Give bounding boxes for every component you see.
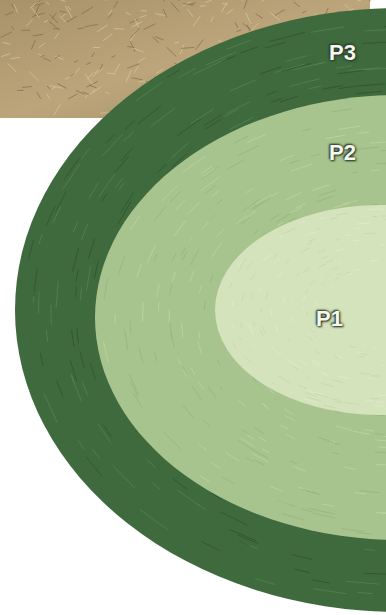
bale-ring-outline	[215, 205, 386, 415]
outer-hay-layer: P3P2P1	[15, 8, 386, 612]
layer-label: P2	[329, 142, 356, 164]
layer-label: P1	[316, 308, 343, 330]
middle-hay-layer: P2P1	[95, 95, 386, 540]
layer-label: P3	[329, 42, 356, 64]
core-hay-layer: P1	[215, 205, 386, 415]
